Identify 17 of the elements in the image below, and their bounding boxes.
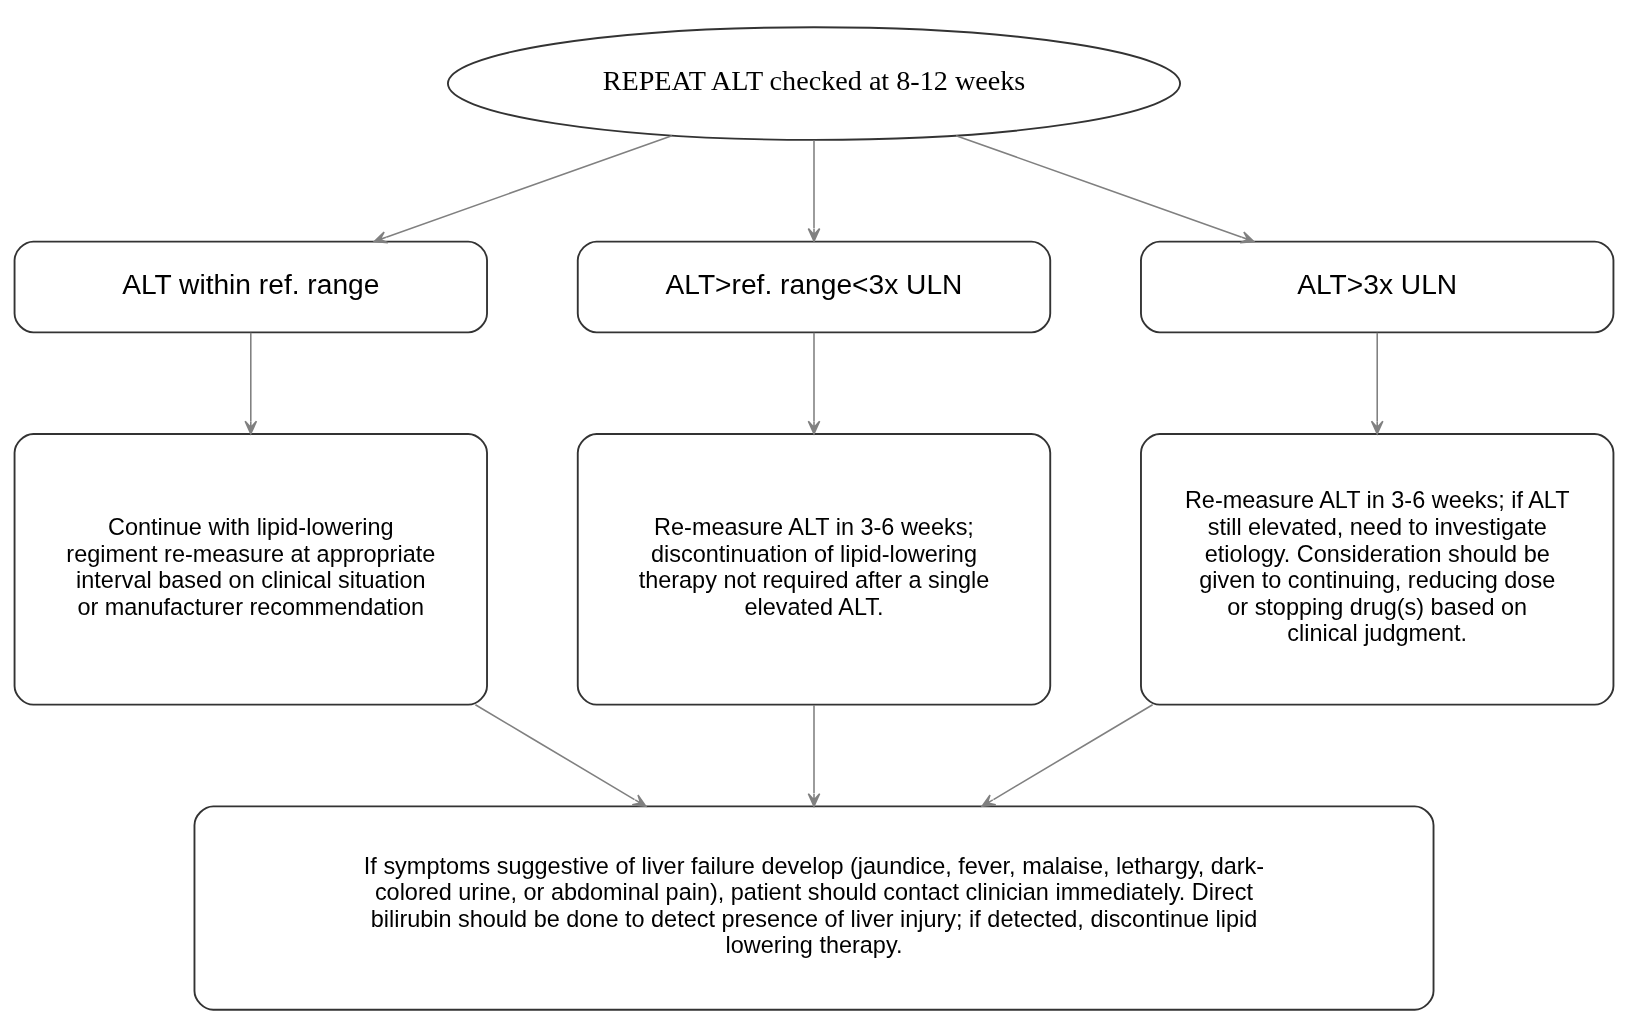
node-box: ALT>ref. range<3x ULN bbox=[576, 240, 1052, 333]
node-box: Re-measure ALT in 3-6 weeks; discontinuation of lipid-lowering therapy not required after a single elevated ALT. bbox=[576, 432, 1052, 706]
arrow bbox=[1370, 331, 1384, 435]
arrow bbox=[807, 703, 821, 807]
arrow bbox=[373, 134, 673, 243]
arrow bbox=[955, 134, 1255, 243]
node-box: ALT within ref. range bbox=[13, 240, 488, 333]
arrow bbox=[981, 703, 1154, 807]
arrow bbox=[244, 331, 258, 435]
node-ellipse: REPEAT ALT checked at 8-12 weeks bbox=[447, 25, 1181, 141]
node-box: ALT>3x ULN bbox=[1140, 240, 1615, 333]
arrow bbox=[474, 703, 647, 807]
node-box: Re-measure ALT in 3-6 weeks; if ALT still elevated, need to investigate etiology. Consideration should be given to continuing, reducing dose or stopping drug(s) based on clinical judgment. bbox=[1140, 432, 1615, 706]
arrow bbox=[807, 139, 821, 242]
node-box: Continue with lipid-lowering regiment re-measure at appropriate interval based on clinical situation or manufacturer recommendation bbox=[13, 432, 488, 706]
arrow bbox=[807, 331, 821, 435]
node-box: If symptoms suggestive of liver failure develop (jaundice, fever, malaise, lethargy, dark-colored urine, or abdominal pain), patient should contact clinician immediately. Direct bilirubin should be done to detect presence of liver injury; if detected, discontinue lipid lowering therapy. bbox=[193, 804, 1435, 1011]
